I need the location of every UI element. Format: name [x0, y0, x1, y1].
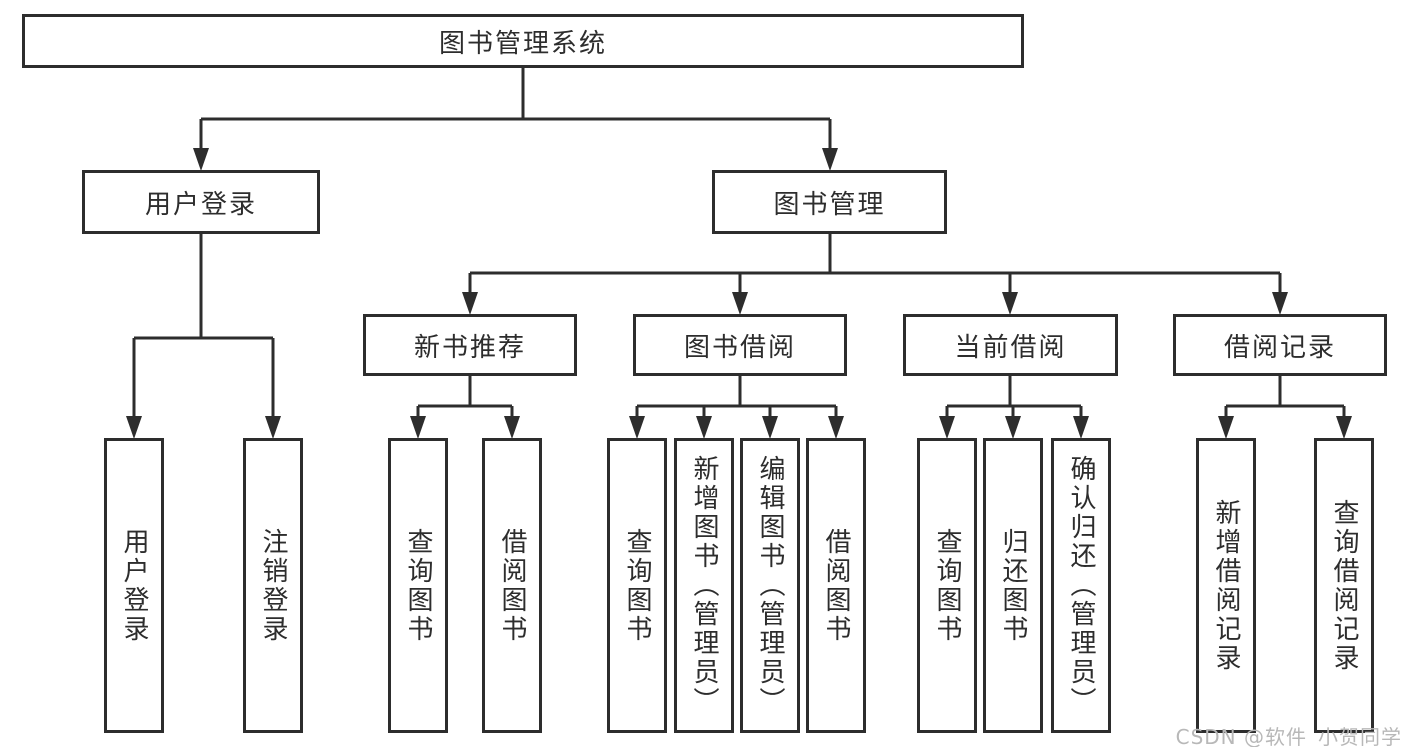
node-label: 图书管理系统	[438, 28, 607, 59]
node-system-root: 图书管理系统	[22, 14, 1024, 68]
arrow-down-icon	[939, 416, 955, 439]
node-user-login: 用户登录	[82, 170, 320, 234]
arrow-down-icon	[828, 416, 844, 439]
arrowheads	[126, 148, 1352, 439]
arrow-down-icon	[265, 416, 281, 439]
node-book-borrow: 图书借阅	[633, 314, 847, 376]
arrow-down-icon	[1218, 416, 1234, 439]
arrow-down-icon	[1336, 416, 1352, 439]
leaf-borrow-book: 借阅图书	[806, 438, 866, 733]
node-label: 确认归还（管理员）	[1066, 455, 1096, 716]
node-label: 用户登录	[119, 527, 149, 644]
leaf-add-book-admin: 新增图书（管理员）	[674, 438, 734, 733]
node-label: 当前借阅	[954, 332, 1067, 363]
node-label: 查询图书	[932, 527, 962, 644]
arrow-down-icon	[629, 416, 645, 439]
node-label: 编辑图书（管理员）	[755, 455, 785, 716]
leaf-borrow-book-recommend: 借阅图书	[482, 438, 542, 733]
node-label: 新增借阅记录	[1211, 498, 1241, 673]
node-label: 新书推荐	[413, 332, 526, 363]
node-label: 图书管理	[773, 189, 886, 220]
arrow-down-icon	[732, 292, 748, 315]
node-label: 查询借阅记录	[1329, 498, 1359, 673]
arrow-down-icon	[1002, 292, 1018, 315]
leaf-query-book-recommend: 查询图书	[388, 438, 448, 733]
node-label: 图书借阅	[683, 332, 796, 363]
node-label: 借阅图书	[821, 527, 851, 644]
arrow-down-icon	[504, 416, 520, 439]
node-label: 借阅图书	[497, 527, 527, 644]
leaf-query-borrow-record: 查询借阅记录	[1314, 438, 1374, 733]
arrow-down-icon	[410, 416, 426, 439]
node-new-book-recommend: 新书推荐	[363, 314, 577, 376]
node-label: 归还图书	[998, 527, 1028, 644]
watermark: CSDN @软件_小贺同学	[1175, 725, 1402, 747]
node-label: 借阅记录	[1223, 332, 1336, 363]
arrow-down-icon	[822, 148, 838, 171]
arrow-down-icon	[1272, 292, 1288, 315]
arrow-down-icon	[462, 292, 478, 315]
leaf-user-login: 用户登录	[104, 438, 164, 733]
arrow-down-icon	[126, 416, 142, 439]
node-label: 查询图书	[403, 527, 433, 644]
node-label: 注销登录	[258, 527, 288, 644]
node-borrow-records: 借阅记录	[1173, 314, 1387, 376]
arrow-down-icon	[762, 416, 778, 439]
leaf-edit-book-admin: 编辑图书（管理员）	[740, 438, 800, 733]
arrow-down-icon	[1073, 416, 1089, 439]
leaf-confirm-return-admin: 确认归还（管理员）	[1051, 438, 1111, 733]
leaf-logout: 注销登录	[243, 438, 303, 733]
leaf-query-book-current: 查询图书	[917, 438, 977, 733]
leaf-add-borrow-record: 新增借阅记录	[1196, 438, 1256, 733]
node-book-management: 图书管理	[712, 170, 947, 234]
arrow-down-icon	[193, 148, 209, 171]
node-current-borrow: 当前借阅	[903, 314, 1118, 376]
leaf-return-book: 归还图书	[983, 438, 1043, 733]
leaf-query-book-borrow: 查询图书	[607, 438, 667, 733]
node-label: 查询图书	[622, 527, 652, 644]
node-label: 用户登录	[144, 189, 257, 220]
arrow-down-icon	[1005, 416, 1021, 439]
node-label: 新增图书（管理员）	[689, 455, 719, 716]
arrow-down-icon	[696, 416, 712, 439]
